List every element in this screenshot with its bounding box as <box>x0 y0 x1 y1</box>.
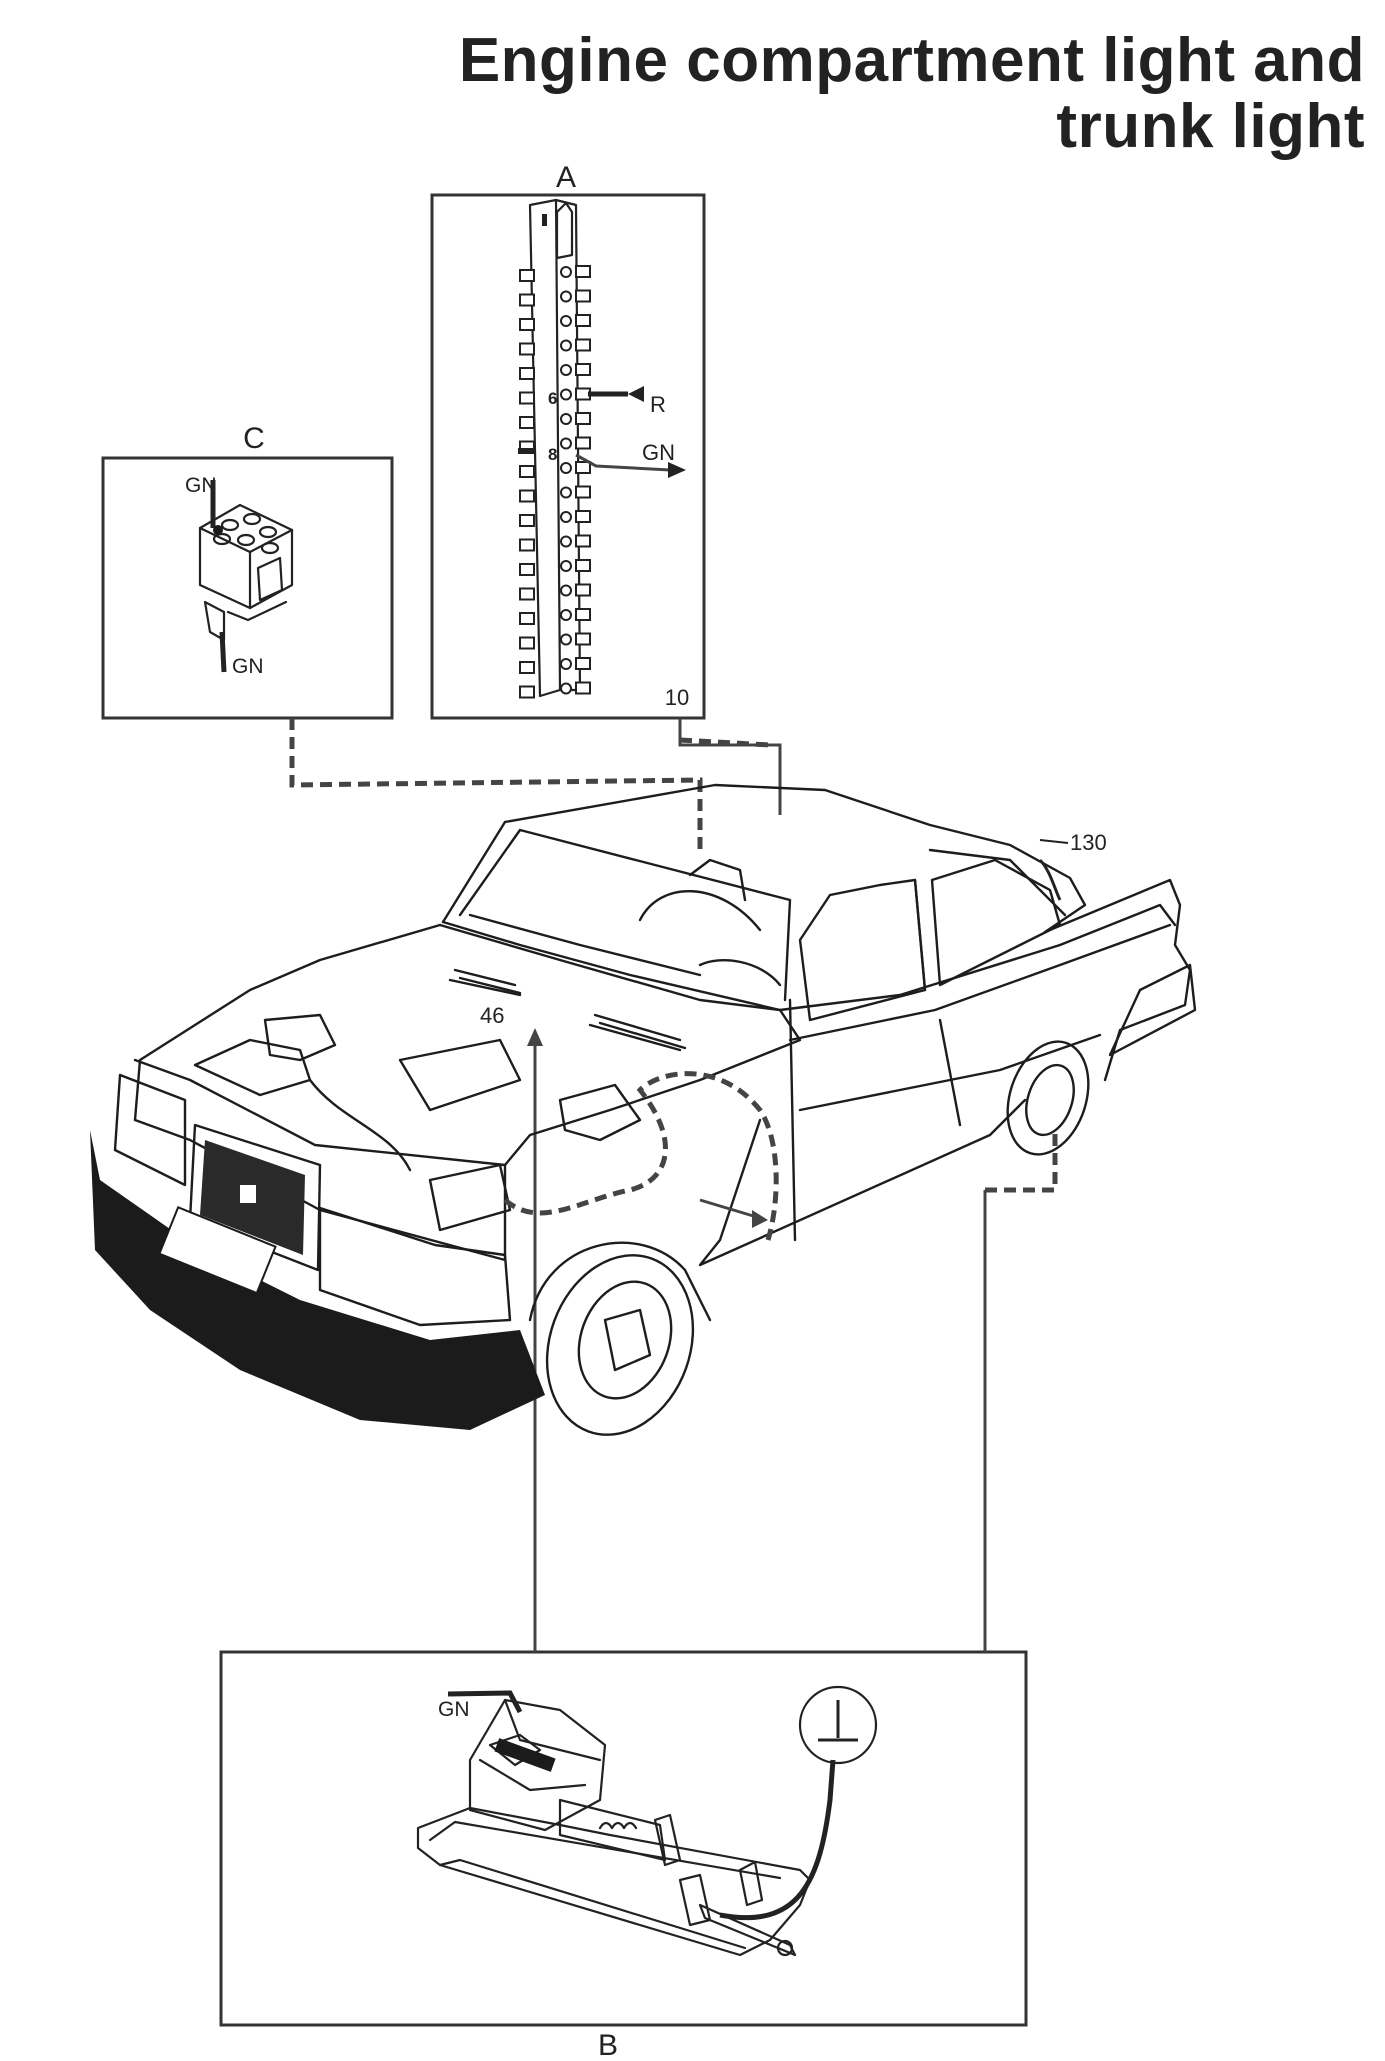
terminal-tab-right <box>575 289 591 303</box>
terminal-tab-right <box>575 510 591 523</box>
terminal-tab-right <box>575 436 591 450</box>
terminal-tab-right <box>575 265 591 278</box>
wire-gn-a <box>518 448 686 478</box>
panel-b-letter: B <box>598 2029 618 2061</box>
terminal-screw <box>560 511 572 523</box>
terminal-tab-left <box>519 465 535 478</box>
terminal-tab-left <box>519 514 535 527</box>
panel-b: B GN <box>219 1650 1028 2061</box>
terminal-tab-right <box>575 485 591 499</box>
title-line-1: Engine compartment light and <box>458 26 1365 95</box>
terminal-tab-left <box>519 587 535 601</box>
terminal-tab-right <box>575 534 591 548</box>
terminal-screw <box>560 339 572 352</box>
terminal-strip <box>519 198 591 699</box>
terminal-screw <box>560 413 572 425</box>
terminal-tab-right <box>575 338 591 352</box>
terminal-tab-left <box>519 318 535 331</box>
terminal-tab-right <box>575 632 591 646</box>
terminal-tab-left <box>519 612 535 625</box>
arrow-46 <box>527 1028 543 1046</box>
terminal-tab-right <box>575 461 591 474</box>
terminal-screw <box>560 364 572 376</box>
terminal-screw <box>560 535 572 548</box>
panel-a: A 10 6 8 R GN <box>430 161 706 720</box>
car-illustration <box>90 783 1197 1436</box>
panel-c-frame <box>101 456 394 720</box>
terminal-tab-right <box>575 314 591 327</box>
terminal-tab-left <box>519 367 535 380</box>
callout-trunk-leader <box>1039 839 1069 844</box>
terminal-tab-left <box>519 489 535 503</box>
terminal-screw <box>560 290 572 303</box>
terminal-screw <box>560 658 572 670</box>
terminal-tab-left <box>519 685 535 699</box>
terminal-tab-right <box>575 559 591 572</box>
terminal-tab-left <box>519 636 535 650</box>
terminal-tab-right <box>575 608 591 621</box>
terminal-8-label: 8 <box>548 445 557 464</box>
page-title: Engine compartment light and trunk light <box>459 28 1365 160</box>
wire-r-label: R <box>650 392 666 417</box>
panel-b-wire-label: GN <box>438 1698 470 1721</box>
terminal-tab-left <box>519 661 535 674</box>
callout-engine-light: 46 <box>480 1003 504 1028</box>
terminal-screw <box>560 266 572 278</box>
terminal-tab-right <box>575 363 591 376</box>
terminal-tab-left <box>519 342 535 356</box>
terminal-tab-right <box>575 387 591 401</box>
ground-symbol <box>798 1685 878 1765</box>
terminal-tab-left <box>519 269 535 282</box>
terminal-tab-left <box>519 563 535 576</box>
terminal-tab-left <box>519 293 535 307</box>
terminal-screw <box>560 315 572 327</box>
connector-plug <box>198 480 294 673</box>
terminal-screw <box>560 437 572 450</box>
panel-c-wire-bottom-label: GN <box>232 655 264 678</box>
terminal-screw <box>560 388 572 401</box>
panel-c-letter: C <box>243 422 265 455</box>
title-line-2: trunk light <box>1056 92 1365 161</box>
terminal-tab-right <box>575 681 591 695</box>
terminal-screw <box>560 609 572 621</box>
panel-c: C GN GN <box>101 422 394 720</box>
terminal-tab-left <box>519 538 535 552</box>
panel-a-letter: A <box>556 161 576 194</box>
wire-r <box>588 386 644 402</box>
terminal-screw <box>560 486 572 499</box>
trunk-light-fixture <box>416 1690 836 1957</box>
terminal-screw <box>560 462 572 474</box>
panel-c-wire-top-label: GN <box>185 474 217 497</box>
terminal-screw <box>560 682 572 695</box>
terminal-tab-right <box>575 657 591 670</box>
connection-lines <box>289 718 1058 1652</box>
callout-trunk-light: 130 <box>1070 830 1107 855</box>
terminal-tab-right <box>575 583 591 597</box>
terminal-screw <box>560 560 572 572</box>
panel-a-frame <box>430 193 706 720</box>
panel-a-page-ref: 10 <box>665 685 689 710</box>
terminal-tab-right <box>575 412 591 425</box>
terminal-screw <box>560 584 572 597</box>
terminal-6-label: 6 <box>548 389 557 408</box>
terminal-screw <box>560 633 572 646</box>
terminal-tab-left <box>519 416 535 429</box>
terminal-tab-left <box>519 391 535 405</box>
panel-b-frame <box>219 1650 1028 2027</box>
wire-gn-a-label: GN <box>642 440 675 465</box>
